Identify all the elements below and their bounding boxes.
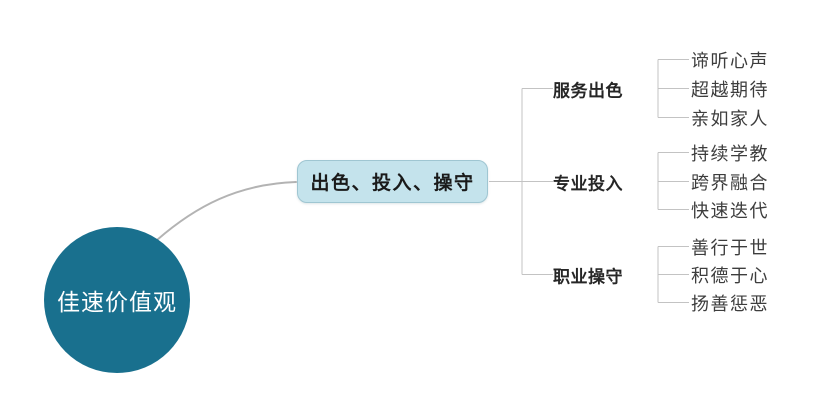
center-topic-node[interactable]: 出色、投入、操守: [297, 160, 488, 203]
center-topic-label: 出色、投入、操守: [310, 173, 475, 194]
branch-node-ethics[interactable]: 职业操守: [553, 267, 623, 286]
group-2-bracket-line: [657, 152, 689, 210]
leaf-node[interactable]: 超越期待: [691, 79, 769, 100]
group-3-bracket-line: [657, 246, 689, 303]
leaf-node[interactable]: 亲如家人: [691, 108, 769, 129]
leaf-node[interactable]: 扬善惩恶: [691, 293, 769, 314]
root-node-label: 佳速价值观: [57, 290, 177, 315]
branch-node-service[interactable]: 服务出色: [553, 81, 623, 100]
group-1-bracket-line: [657, 59, 689, 118]
leaf-node[interactable]: 持续学教: [691, 143, 769, 164]
branch-node-professional[interactable]: 专业投入: [553, 174, 623, 193]
leaf-node[interactable]: 积德于心: [691, 265, 769, 286]
leaf-node[interactable]: 快速迭代: [691, 200, 769, 221]
leaf-node[interactable]: 谛听心声: [691, 50, 769, 71]
leaf-node[interactable]: 善行于世: [691, 237, 769, 258]
root-node[interactable]: 佳速价值观: [44, 227, 190, 373]
leaf-node[interactable]: 跨界融合: [691, 172, 769, 193]
root-to-center-curve: [156, 181, 297, 241]
